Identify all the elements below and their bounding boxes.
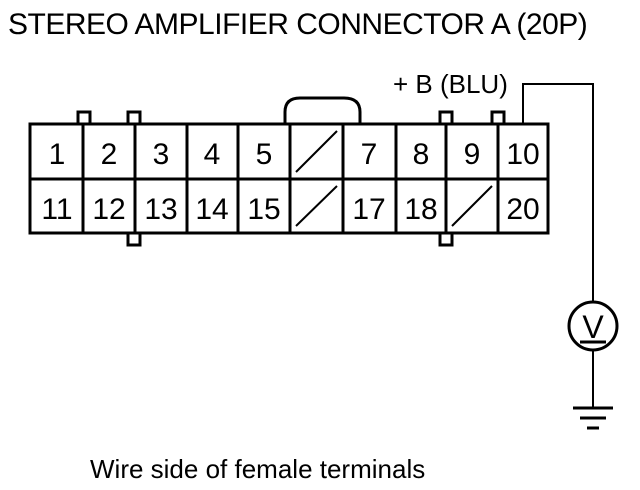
pin-4: 4: [204, 138, 221, 171]
empty-cavity-16: [295, 185, 338, 227]
pin-2: 2: [101, 138, 118, 171]
bottom-latch: [126, 231, 142, 247]
pin-13: 13: [144, 193, 177, 226]
pin-17: 17: [352, 193, 385, 226]
top-latch: [490, 110, 506, 126]
pin-18: 18: [404, 193, 437, 226]
pin-row-bottom: 11 12 13 14 15 17 18 20: [41, 193, 539, 226]
top-latch: [76, 110, 92, 126]
pin-row-top: 1 2 3 4 5 7 8 9 10: [49, 138, 540, 171]
pin-12: 12: [92, 193, 125, 226]
pin-9: 9: [464, 138, 481, 171]
top-latch: [438, 110, 454, 126]
pin-1: 1: [49, 138, 66, 171]
pin-5: 5: [256, 138, 273, 171]
bottom-latch: [438, 231, 454, 247]
pin-20: 20: [506, 193, 539, 226]
pin-8: 8: [413, 138, 430, 171]
pin-14: 14: [195, 193, 228, 226]
voltmeter-symbol: V: [582, 309, 604, 345]
diagram-caption: Wire side of female terminals: [90, 454, 425, 484]
ground-icon: [573, 406, 613, 430]
pin-15: 15: [247, 193, 280, 226]
column-dividers: [81, 124, 500, 233]
connector-lock-tab: [283, 96, 362, 124]
probe-wire: [522, 83, 594, 302]
empty-cavity-6: [295, 130, 338, 173]
pin-10: 10: [506, 138, 539, 171]
top-latch: [126, 110, 142, 126]
pin-3: 3: [153, 138, 170, 171]
wire-label: + B (BLU): [393, 69, 508, 99]
pin-11: 11: [41, 193, 72, 226]
voltmeter-icon: V: [567, 300, 619, 352]
empty-cavity-19: [451, 185, 493, 227]
diagram-title: STEREO AMPLIFIER CONNECTOR A (20P): [8, 8, 587, 41]
pin-7: 7: [361, 138, 378, 171]
